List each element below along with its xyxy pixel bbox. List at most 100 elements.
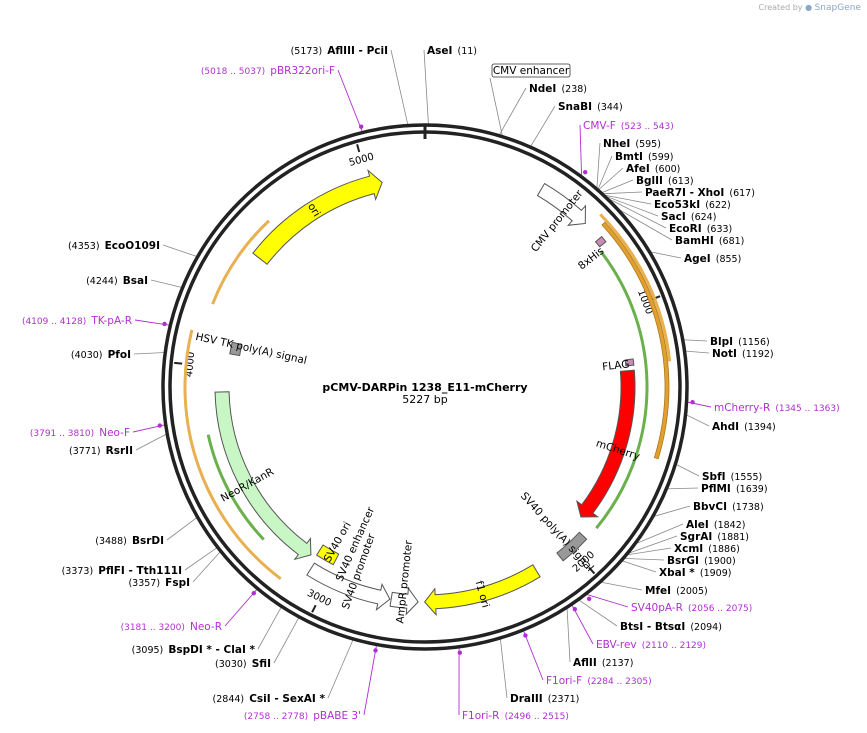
enzyme-site-csii-sexai: (2844) CsiI - SexAI * (213, 687, 326, 706)
leader-agei (649, 251, 682, 259)
leader-alei (634, 523, 684, 545)
leader-bamhi (616, 207, 673, 241)
enzyme-site-alei: AleI (1842) (686, 513, 745, 532)
enzyme-site-pflmi: PflMI (1639) (701, 477, 768, 496)
feature-label-8xhis: 8xHis (576, 245, 606, 272)
primer-site-sv40pa-r (586, 596, 592, 602)
orf-track-4 (211, 219, 270, 305)
primer-site-mcherry-r (690, 400, 695, 405)
feature-sv40-promoter (306, 562, 391, 612)
cmv-enhancer-leader (489, 77, 503, 137)
tick-5000 (356, 144, 361, 153)
feature-layer (183, 168, 672, 617)
leader-bbvci (652, 505, 691, 518)
enzyme-site-sfii: (3030) SfiI (215, 652, 271, 671)
enzyme-site-asei: AseI (11) (427, 39, 477, 58)
leader-pflmi (666, 487, 699, 490)
primer-leader-mcherry-r (686, 401, 712, 408)
orf-track-0 (599, 213, 672, 362)
leader-ahdi (685, 414, 710, 427)
primer-leader-neo-r (224, 588, 258, 627)
tick-label-5000: 5000 (348, 151, 375, 168)
leader-blpi (682, 339, 708, 342)
leader-saci (603, 194, 659, 217)
feature-sv40-poly-a-signal (556, 531, 588, 562)
leader-eco53ki (603, 194, 652, 205)
primer-tk-pa-r: (4109 .. 4128) TK-pA-R (22, 309, 132, 328)
enzyme-site-bbvci: BbvCI (1738) (693, 495, 764, 514)
leader-mfei (599, 581, 643, 591)
leader-xbai (621, 560, 657, 573)
feature-label-hsv-tk-poly-a-signal: HSV TK poly(A) signal (194, 331, 308, 367)
leader-pflfi-tth111i (184, 546, 218, 571)
enzyme-site-nhei: NheI (595) (603, 132, 661, 151)
enzyme-site-sgrai: SgrAI (1881) (680, 525, 749, 544)
enzyme-site-eco53ki: Eco53kI (622) (654, 193, 731, 212)
enzyme-site-draiii: DraIII (2371) (510, 687, 579, 706)
primer-site-f1ori-f (523, 633, 528, 638)
feature-8xhis (594, 235, 607, 248)
leader-afliii-pcii (390, 49, 409, 126)
credit-brand: SnapGene (814, 3, 861, 13)
enzyme-site-ecoo109i: (4353) EcoO109I (68, 234, 160, 253)
enzyme-site-ndei: NdeI (238) (529, 77, 587, 96)
feature-label-flag: FLAG (602, 358, 630, 373)
feature-ori (252, 168, 383, 265)
feature-ampr-promoter (389, 586, 419, 616)
enzyme-site-fspi: (3357) FspI (128, 571, 190, 590)
enzyme-site-afliii-pcii: (5173) AflIII - PciI (291, 39, 388, 58)
enzyme-site-ecori: EcoRI (633) (669, 217, 732, 236)
enzyme-site-xbai: XbaI * (1909) (659, 561, 731, 580)
leader-bsai (150, 279, 183, 288)
enzyme-site-agei: AgeI (855) (684, 247, 741, 266)
enzyme-site-snabi: SnaBI (344) (558, 95, 623, 114)
enzyme-site-rsrii: (3771) RsrII (69, 439, 133, 458)
feature-f1-ori (423, 564, 541, 617)
tick-3000 (311, 604, 317, 613)
primer-leader-pbr322ori-f (337, 69, 364, 133)
leader-bmti (597, 155, 613, 191)
primer-f1ori-f: F1ori-F (2284 .. 2305) (546, 669, 652, 688)
leader-nhei (596, 142, 601, 190)
orf-track-3 (206, 434, 265, 541)
primer-site-pbr322ori-f (358, 124, 364, 129)
leader-noti (684, 350, 710, 354)
primer-site-neo-f (157, 423, 162, 428)
primer-site-neo-r (251, 590, 256, 596)
feature-sv40-ori (315, 544, 340, 566)
leader-rsrii (135, 433, 168, 451)
callout-layer (132, 49, 712, 716)
leader-snabi (529, 105, 556, 148)
feature-mcherry (576, 369, 636, 518)
leader-ecoo109i (162, 244, 198, 258)
primer-site-tk-pa-r (162, 321, 167, 327)
leader-ecori (605, 196, 667, 229)
enzyme-site-xcmi: XcmI (1886) (674, 537, 740, 556)
leader-afei (597, 167, 624, 191)
leader-aflii (566, 607, 571, 663)
plasmid-center-label: pCMV-DARPin 1238_E11-mCherry 5227 bp (322, 381, 527, 406)
enzyme-site-pfoi: (4030) PfoI (71, 343, 131, 362)
primer-neo-f: (3791 .. 3810) Neo-F (30, 421, 130, 440)
leader-bglii (600, 179, 634, 194)
feature-flag (624, 358, 635, 367)
tick-2000 (588, 566, 596, 575)
enzyme-site-mfei: MfeI (2005) (645, 579, 708, 598)
enzyme-site-blpi: BlpI (1156) (710, 330, 770, 349)
plasmid-length: 5227 bp (402, 393, 447, 406)
feature-cmv-promoter (536, 182, 586, 226)
enzyme-site-noti: NotI (1192) (712, 342, 774, 361)
enzyme-site-bsrgi: BsrGI (1900) (667, 549, 736, 568)
feature-hsv-tk-poly-a-signal (229, 341, 243, 357)
enzyme-site-bamhi: BamHI (681) (675, 229, 744, 248)
leader-draiii (499, 637, 508, 699)
primer-sv40pa-r: SV40pA-R (2056 .. 2075) (631, 596, 752, 615)
primer-site-ebv-rev (572, 607, 578, 612)
leader-fspi (192, 550, 222, 583)
enzyme-site-pflfi-tth111i: (3373) PflFI - Tth111I (62, 559, 182, 578)
feature-label-ampr-promoter: AmpR promoter (394, 539, 415, 624)
orf-track-2 (183, 329, 282, 580)
primer-neo-r: (3181 .. 3200) Neo-R (121, 615, 222, 634)
leader-bspdi-clai (257, 606, 283, 650)
